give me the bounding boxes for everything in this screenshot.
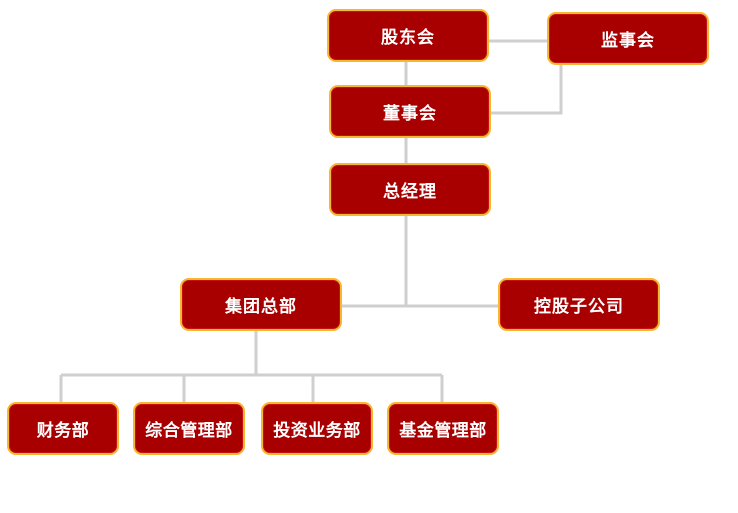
board-of-directors-label: 董事会 [383, 104, 437, 124]
finance-department-label: 财务部 [36, 421, 90, 441]
investment-business-department-node: 投资业务部 [261, 402, 373, 455]
general-manager-label: 总经理 [383, 182, 437, 202]
group-headquarters-node: 集团总部 [180, 278, 342, 331]
holding-subsidiary-node: 控股子公司 [498, 278, 660, 331]
shareholders-meeting-label: 股东会 [381, 28, 435, 48]
supervisory-board-label: 监事会 [601, 31, 655, 51]
general-manager-node: 总经理 [329, 163, 491, 216]
investment-business-department-label: 投资业务部 [273, 421, 361, 441]
fund-management-department-node: 基金管理部 [387, 402, 499, 455]
shareholders-meeting-node: 股东会 [327, 9, 489, 62]
board-of-directors-node: 董事会 [329, 85, 491, 138]
group-headquarters-label: 集团总部 [225, 297, 297, 317]
general-management-department-label: 综合管理部 [145, 421, 233, 441]
finance-department-node: 财务部 [7, 402, 119, 455]
line-supervisory-to-board [491, 64, 563, 115]
general-management-department-node: 综合管理部 [133, 402, 245, 455]
fund-management-department-label: 基金管理部 [399, 421, 487, 441]
supervisory-board-node: 监事会 [547, 12, 709, 65]
holding-subsidiary-label: 控股子公司 [534, 297, 624, 317]
